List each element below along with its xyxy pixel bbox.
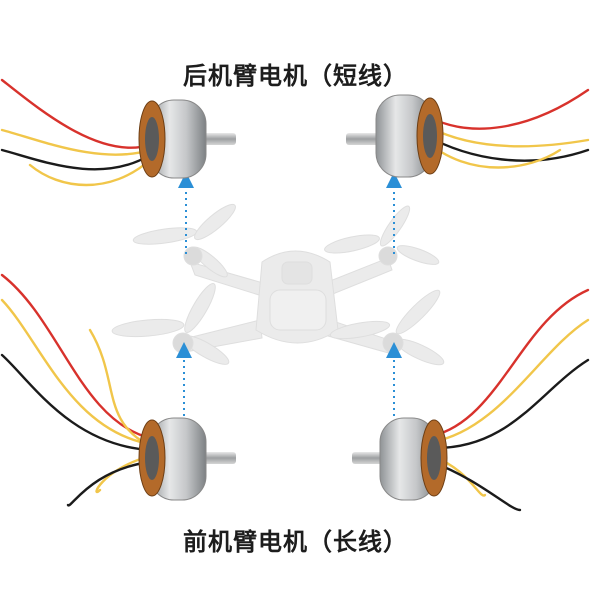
propeller: [324, 205, 440, 266]
brushless-motor-icon: [138, 417, 236, 501]
rear-motor-label: 后机臂电机（短线）: [183, 62, 408, 90]
propeller: [329, 289, 445, 366]
wire-bundle: [430, 288, 590, 512]
wire-bundle: [0, 273, 152, 507]
propeller: [111, 283, 230, 365]
wire-bundle: [0, 78, 152, 187]
drone-icon: [111, 203, 445, 366]
wire-bundle: [423, 88, 590, 169]
propeller: [132, 203, 236, 278]
brushless-motor-icon: [346, 94, 444, 178]
brushless-motor-icon: [352, 417, 448, 501]
dotted-arrow-up-icon: [176, 172, 402, 416]
front-motor-label: 前机臂电机（长线）: [183, 528, 408, 556]
brushless-motor-icon: [138, 99, 236, 179]
